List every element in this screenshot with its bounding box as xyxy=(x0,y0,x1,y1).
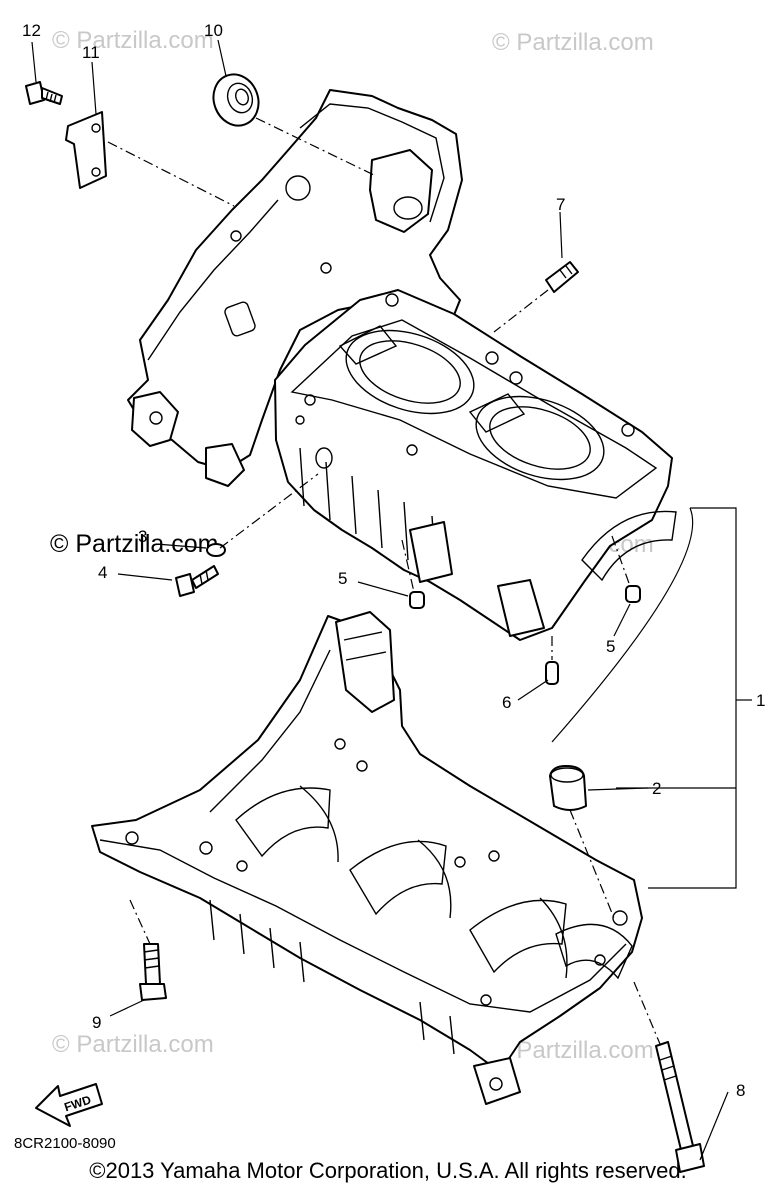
bolt-part-8 xyxy=(655,1041,705,1173)
copyright-notice: ©2013 Yamaha Motor Corporation, U.S.A. A… xyxy=(89,1158,687,1183)
fwd-arrow-icon: FWD xyxy=(35,1083,103,1127)
pin-part-7 xyxy=(545,261,579,293)
pin-part-6 xyxy=(545,661,559,685)
bolt-part-12 xyxy=(25,81,63,105)
callout-6: 6 xyxy=(502,693,511,712)
callout-4: 4 xyxy=(98,563,107,582)
callout-9: 9 xyxy=(92,1013,101,1032)
plug-part-2 xyxy=(549,765,587,811)
bolt-part-9 xyxy=(139,943,167,1001)
callout-5-left: 5 xyxy=(338,569,347,588)
callout-11: 11 xyxy=(82,43,100,62)
bolt-part-4 xyxy=(175,565,219,597)
callout-1: 1 xyxy=(756,691,765,710)
callout-8: 8 xyxy=(736,1081,745,1100)
watermark-top-right: © Partzilla.com xyxy=(492,29,654,56)
diagram-code: 8CR2100-8090 xyxy=(14,1135,116,1152)
watermark-bottom-left: © Partzilla.com xyxy=(52,1031,214,1058)
callout-2: 2 xyxy=(652,779,661,798)
bracket-part-11 xyxy=(65,111,107,189)
lower-crankcase xyxy=(91,611,643,1105)
watermark-top-left: © Partzilla.com xyxy=(52,27,214,54)
callout-5-right: 5 xyxy=(606,637,615,656)
assembly-lines xyxy=(107,117,661,1045)
dowel-part-5b xyxy=(625,585,641,603)
watermark-middle-left: © Partzilla.com xyxy=(50,530,218,558)
callout-12: 12 xyxy=(22,21,41,40)
callout-7: 7 xyxy=(556,195,565,214)
dowel-part-5a xyxy=(409,591,425,609)
callout-10: 10 xyxy=(204,21,223,40)
upper-crankcase xyxy=(127,89,677,641)
bearing-part-10 xyxy=(212,73,260,127)
callout-3: 3 xyxy=(138,527,147,546)
leader-lines xyxy=(31,39,752,1161)
